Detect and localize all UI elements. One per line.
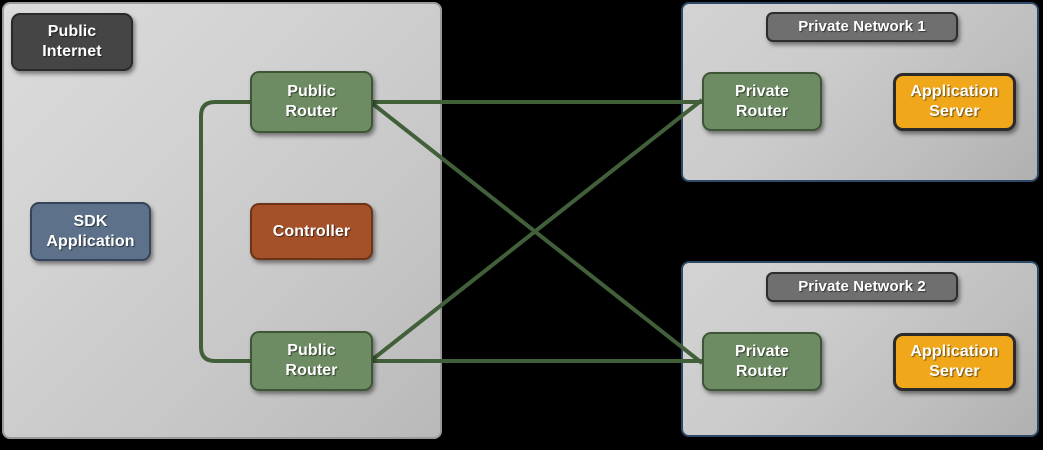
node-public-router-bottom-label: Public Router xyxy=(285,342,338,379)
node-private-router-2[interactable]: Private Router xyxy=(702,332,822,391)
node-application-server-1-label: Application Server xyxy=(910,83,999,120)
badge-private-network-1: Private Network 1 xyxy=(766,12,958,42)
badge-private-network-2-label: Private Network 2 xyxy=(798,277,926,295)
node-sdk-application[interactable]: SDK Application xyxy=(30,202,151,261)
node-controller-label: Controller xyxy=(272,222,351,240)
node-sdk-application-label: SDK Application xyxy=(46,212,135,250)
node-private-router-1[interactable]: Private Router xyxy=(702,72,822,131)
node-private-router-1-label: Private Router xyxy=(734,82,790,120)
node-controller[interactable]: Controller xyxy=(250,203,373,260)
node-public-router-bottom[interactable]: Public Router xyxy=(250,331,373,391)
node-application-server-2[interactable]: Application Server xyxy=(893,333,1016,391)
node-public-internet[interactable]: Public Internet xyxy=(11,13,133,71)
node-public-router-top[interactable]: Public Router xyxy=(250,71,373,133)
node-public-router-top-label: Public Router xyxy=(285,83,338,120)
node-public-internet-label: Public Internet xyxy=(42,23,102,60)
node-private-router-2-label: Private Router xyxy=(734,342,790,380)
badge-private-network-1-label: Private Network 1 xyxy=(798,17,926,35)
node-application-server-1[interactable]: Application Server xyxy=(893,73,1016,131)
badge-private-network-2: Private Network 2 xyxy=(766,272,958,302)
node-application-server-2-label: Application Server xyxy=(910,343,999,380)
